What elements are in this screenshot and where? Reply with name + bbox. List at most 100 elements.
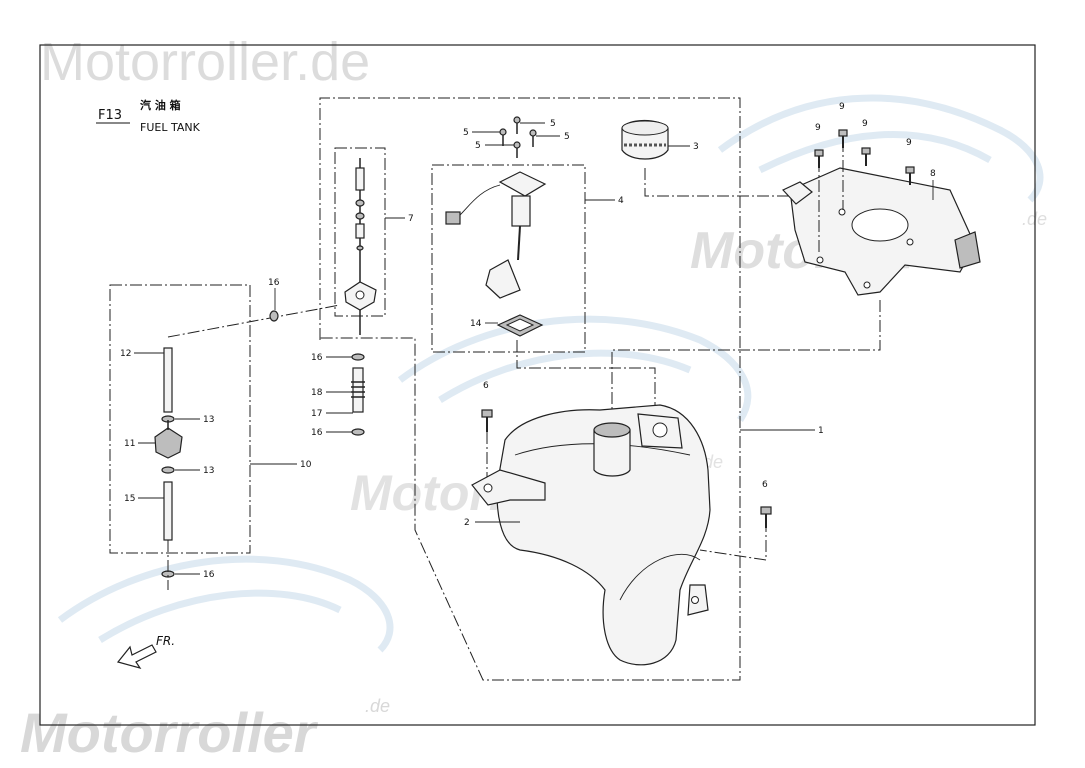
sender-upper <box>355 167 365 191</box>
connector-hose-to-sender <box>167 304 341 338</box>
callout-11: 11 <box>124 439 135 449</box>
callout-3: 3 <box>693 142 699 152</box>
bolt-9b <box>838 129 848 148</box>
callout-6b: 6 <box>762 480 768 490</box>
pump-gasket-opening <box>505 318 535 332</box>
bracket-hole-2 <box>906 238 914 246</box>
connector-cap-to-bracket <box>644 168 840 197</box>
pump-gasket <box>496 314 544 337</box>
bracket-cutout <box>851 208 909 242</box>
fuel-pump-float <box>485 259 521 299</box>
screw-5b <box>513 116 521 134</box>
callout-1: 1 <box>818 426 824 436</box>
sender-washer-1 <box>355 199 365 207</box>
bracket-hole-3 <box>816 256 824 264</box>
hose-15 <box>163 481 173 541</box>
callout-18: 18 <box>311 388 323 398</box>
bolt-9d <box>905 166 915 185</box>
bracket-hole-1 <box>838 208 846 216</box>
hose-12 <box>163 347 173 413</box>
callout-13a: 13 <box>203 415 214 425</box>
screw-5d <box>529 129 537 147</box>
fuel-pump-assembly <box>445 171 547 299</box>
callout-5b: 5 <box>550 119 556 129</box>
callout-5c: 5 <box>475 141 481 151</box>
sender-clip <box>356 245 364 251</box>
clamp-13-lower <box>161 466 175 474</box>
sender-spacer <box>355 223 365 239</box>
clamp-16-top <box>269 310 279 322</box>
callout-5d: 5 <box>564 132 570 142</box>
screws-5 <box>499 116 537 158</box>
front-direction-arrow: FR. <box>116 634 175 670</box>
watermark-bottom-left: Motorroller <box>20 701 319 764</box>
fuel-pump-wire <box>459 184 501 216</box>
fuel-cap <box>621 119 669 160</box>
callout-leaders <box>134 122 934 575</box>
fuel-tank-bracket <box>782 140 981 296</box>
watermark-bottom-suffix: .de <box>365 696 390 716</box>
tank-mount-hole-left <box>483 483 493 493</box>
watermark-top-left: Motorroller.de <box>40 32 370 92</box>
title-chinese: 汽 油 箱 <box>140 98 181 112</box>
callout-16d: 16 <box>203 570 215 580</box>
clamp-16-center-lower <box>351 428 365 436</box>
callout-4: 4 <box>618 196 624 206</box>
bolt-6-left <box>481 409 493 432</box>
tank-mount-bracket-left <box>471 469 546 506</box>
callout-6a: 6 <box>483 381 489 391</box>
pump-mount-opening <box>652 422 668 438</box>
fuel-pump-body <box>511 195 531 227</box>
callout-9b: 9 <box>839 102 845 112</box>
fuel-pump-flange <box>498 171 547 197</box>
diagram-frame <box>39 44 1036 726</box>
filler-neck-opening <box>593 422 631 438</box>
group-boundary-fuel-pump <box>431 164 586 353</box>
direction-label: FR. <box>156 634 175 648</box>
callout-9a: 9 <box>815 123 821 133</box>
sender-base-hole <box>355 290 365 300</box>
bolt-9a <box>814 149 824 168</box>
callout-16a: 16 <box>268 278 280 288</box>
title-english: FUEL TANK <box>140 121 201 134</box>
hose-parts-center <box>269 310 365 436</box>
fuel-tank <box>471 404 711 666</box>
hose-17 <box>352 367 364 413</box>
fuel-pump-connector <box>445 211 461 225</box>
fuel-tank-body <box>496 404 711 666</box>
figure-code: F13 <box>98 108 122 123</box>
callout-9c: 9 <box>862 119 868 129</box>
callout-14: 14 <box>470 319 482 329</box>
screw-5c <box>513 141 521 158</box>
arrow-icon <box>116 644 157 670</box>
fuel-cap-top <box>621 120 669 136</box>
fuel-filter-group <box>154 347 183 590</box>
callout-17: 17 <box>311 409 322 419</box>
fuel-level-sender <box>344 158 377 335</box>
filler-neck <box>593 429 631 477</box>
callout-numbers: 1 2 3 4 5 5 5 5 6 6 7 8 9 9 9 9 10 11 12… <box>120 102 936 580</box>
connector-bracket-to-tank <box>611 300 881 425</box>
bolt-9c <box>861 147 871 166</box>
callout-16c: 16 <box>311 428 323 438</box>
callout-13b: 13 <box>203 466 214 476</box>
fuel-pump-arm <box>517 225 521 261</box>
screw-5a <box>499 128 507 146</box>
callout-16b: 16 <box>311 353 323 363</box>
clamp-16-center-upper <box>351 353 365 361</box>
bracket-hole-4 <box>863 281 871 289</box>
callout-8: 8 <box>930 169 936 179</box>
spring-18 <box>351 381 365 398</box>
callout-10: 10 <box>300 460 312 470</box>
group-boundary-tank <box>319 97 741 681</box>
callout-15: 15 <box>124 494 135 504</box>
connector-bolt6-right-angle <box>699 549 767 561</box>
tank-mount-hole-right <box>691 596 699 604</box>
bolt-6-right <box>760 506 772 528</box>
bracket-tab-left <box>782 181 813 205</box>
callout-12: 12 <box>120 349 131 359</box>
callout-7: 7 <box>408 214 414 224</box>
bracket-tab-right <box>954 231 981 269</box>
fuel-filter-11 <box>154 427 183 459</box>
watermark-scooter-graphics <box>57 94 1044 653</box>
